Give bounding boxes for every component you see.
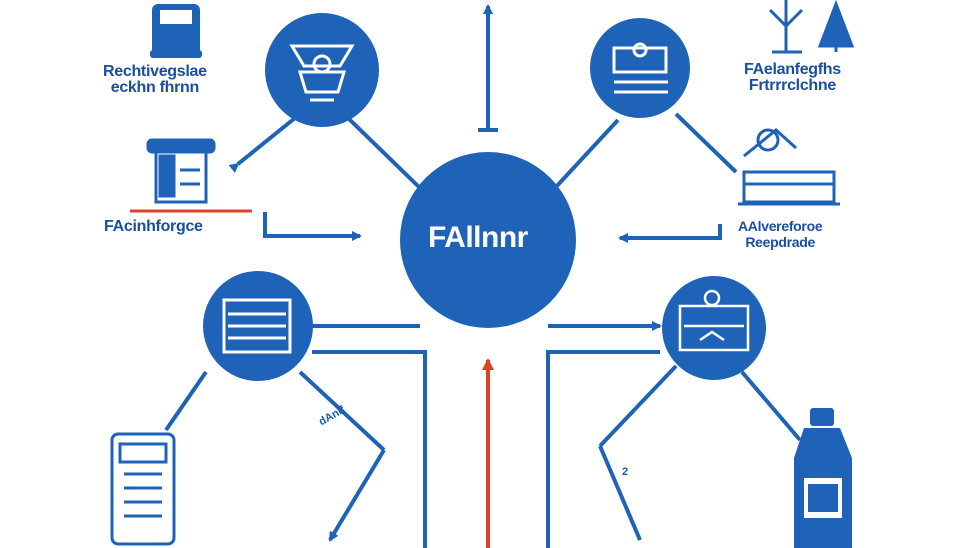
label-mid-right-line2: Reepdrade bbox=[745, 234, 815, 250]
factory-icon bbox=[612, 42, 668, 94]
label-top-right-line2: Frtrrrclchne bbox=[748, 77, 836, 94]
barrel-icon bbox=[146, 138, 216, 204]
label-top-left-line2: eckhn fhrnn bbox=[110, 79, 200, 96]
connector-top-left bbox=[346, 116, 422, 190]
hub-circle bbox=[400, 152, 576, 328]
connector-bottom-right-arrow bbox=[598, 445, 642, 541]
connector-bottom-left-outer bbox=[164, 370, 208, 432]
machine-icon bbox=[289, 44, 355, 102]
connector-bottom-right-diag bbox=[598, 364, 678, 448]
connector-top-right bbox=[553, 118, 620, 190]
blueprint-icon bbox=[678, 289, 750, 352]
tank-icon bbox=[110, 432, 176, 546]
label-top-right-line1: FAelanfegfhs bbox=[744, 61, 841, 78]
connector-bottom-left-arrow bbox=[328, 448, 386, 542]
label-mid-right: AAlvereforoe Reepdrade bbox=[738, 218, 823, 250]
label-top-left-line1: Rechtivegslae bbox=[103, 63, 207, 80]
label-mid-right-line1: AAlvereforoe bbox=[738, 218, 823, 234]
lower-brackets bbox=[304, 321, 662, 548]
label-top-left: Rechtivegslae eckhn fhrnn bbox=[103, 64, 207, 96]
books-icon bbox=[738, 128, 840, 206]
side-arrows bbox=[263, 212, 722, 243]
document-icon bbox=[222, 298, 292, 354]
satellite-bottom-left bbox=[203, 271, 313, 381]
hub-label: FAllnnr bbox=[428, 221, 528, 254]
connector-top-left-outer bbox=[228, 112, 302, 173]
bottle-icon bbox=[794, 408, 852, 548]
top-arrow bbox=[478, 4, 498, 132]
arrow-left-into-hub bbox=[263, 212, 362, 241]
connector-bottom-left-diag bbox=[298, 370, 386, 452]
arrow-right-into-hub bbox=[618, 224, 722, 243]
connector-lines bbox=[164, 112, 802, 542]
connector-bottom-right-outer bbox=[740, 370, 802, 442]
satellite-top-left bbox=[265, 13, 379, 127]
satellite-bottom-right bbox=[662, 276, 766, 380]
annotation-right: 2 bbox=[622, 466, 629, 478]
tree-icon bbox=[768, 0, 855, 54]
cylinder-icon-top bbox=[150, 4, 202, 58]
satellite-top-right bbox=[590, 18, 690, 118]
label-top-right: FAelanfegfhs Frtrrrclchne bbox=[744, 62, 841, 94]
connector-top-right-outer bbox=[674, 112, 738, 174]
label-mid-left: FAcinhforgce bbox=[104, 218, 203, 235]
